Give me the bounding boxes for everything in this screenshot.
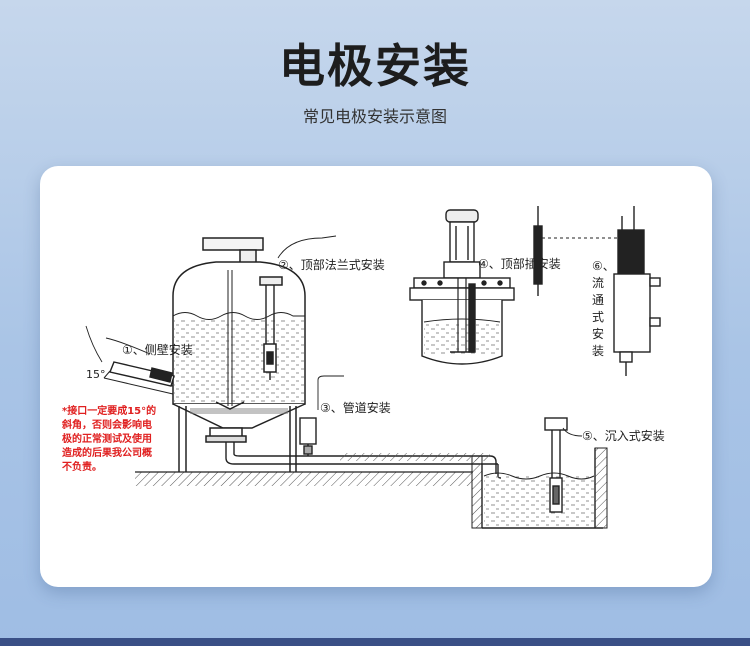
main-tank bbox=[172, 235, 337, 472]
pipeline bbox=[299, 375, 502, 479]
label-side-wall: ①、侧壁安装 bbox=[122, 342, 193, 357]
label-angle: 15° bbox=[86, 368, 106, 381]
page-subtitle: 常见电极安装示意图 bbox=[302, 107, 447, 126]
flow-cell bbox=[613, 206, 661, 376]
label-pipeline: ③、管道安装 bbox=[320, 400, 391, 415]
bottom-band bbox=[0, 638, 750, 646]
flow-label-char: 通 bbox=[592, 293, 604, 307]
flow-label-char: 流 bbox=[592, 276, 604, 290]
label-top-insert: ④、顶部插安装 bbox=[478, 256, 561, 271]
immersion-tank bbox=[471, 417, 608, 529]
installation-diagram: ①、侧壁安装 15° ②、顶部法兰式安装 ③、管道安装 ④、顶部插安装 ⑤、沉入… bbox=[61, 206, 665, 529]
label-immersion: ⑤、沉入式安装 bbox=[582, 428, 665, 443]
warning-line: 斜角，否则会影响电 bbox=[61, 418, 152, 431]
ground bbox=[135, 471, 473, 486]
warning-note: *接口一定要成15°的 斜角，否则会影响电 极的正常测试及使用 造成的后果我公司… bbox=[61, 404, 156, 473]
top-insert-reactor bbox=[409, 206, 620, 365]
warning-line: 极的正常测试及使用 bbox=[62, 432, 152, 445]
side-wall-electrode bbox=[85, 325, 175, 395]
flow-label-char: ⑥、 bbox=[592, 259, 615, 273]
flow-label-char: 式 bbox=[592, 310, 604, 324]
warning-line: *接口一定要成15°的 bbox=[62, 404, 156, 417]
flow-label-char: 装 bbox=[592, 344, 604, 358]
page-title: 电极安装 bbox=[279, 39, 471, 93]
label-top-flange: ②、顶部法兰式安装 bbox=[278, 257, 385, 272]
diagram-card: ①、侧壁安装 15° ②、顶部法兰式安装 ③、管道安装 ④、顶部插安装 ⑤、沉入… bbox=[40, 166, 712, 587]
warning-line: 不负责。 bbox=[62, 460, 102, 473]
warning-line: 造成的后果我公司概 bbox=[62, 446, 152, 459]
flow-label-char: 安 bbox=[592, 326, 604, 341]
label-flow-vertical: ⑥、 流 通 式 安 装 bbox=[592, 259, 615, 358]
